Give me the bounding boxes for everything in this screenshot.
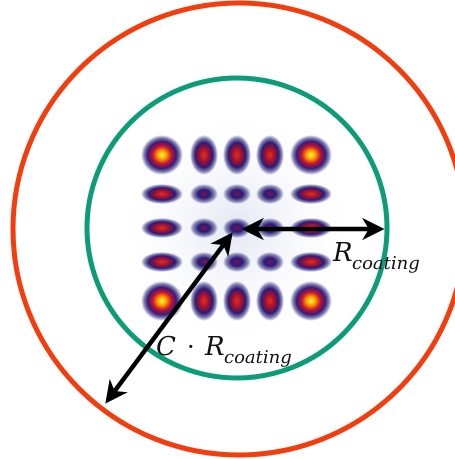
mode-lobe <box>256 135 284 175</box>
cr-sub: coating <box>224 347 292 368</box>
r-coating-sub: coating <box>352 253 420 274</box>
mode-lobe <box>190 184 218 204</box>
dot-operator: · <box>187 333 195 361</box>
mode-lobe <box>141 281 183 321</box>
outer-circle <box>10 0 455 458</box>
inner-circle <box>84 75 390 381</box>
mode-lobe <box>290 184 332 204</box>
mode-lobe <box>141 135 183 175</box>
mode-lobe <box>223 184 251 204</box>
c-factor: C <box>156 332 176 362</box>
mode-lobe <box>290 135 332 175</box>
c-r-coating-label: C · R coating <box>156 332 292 368</box>
mode-lobe <box>190 218 218 238</box>
mode-lobe <box>223 281 251 321</box>
c-r-coating-arrow <box>105 232 233 404</box>
r-coating-label: R coating <box>332 238 420 274</box>
mode-lobe <box>290 281 332 321</box>
mode-lobe <box>256 281 284 321</box>
mode-lobe <box>141 184 183 204</box>
mode-lobe <box>256 252 284 272</box>
mode-lobe <box>223 135 251 175</box>
mode-lobe <box>141 218 183 238</box>
mode-lobe <box>223 252 251 272</box>
mode-lobe <box>190 135 218 175</box>
mode-lobe <box>256 184 284 204</box>
cr-main: R <box>204 332 225 362</box>
mode-lobe <box>141 252 183 272</box>
mode-lobe <box>290 252 332 272</box>
r-coating-main: R <box>332 238 353 268</box>
